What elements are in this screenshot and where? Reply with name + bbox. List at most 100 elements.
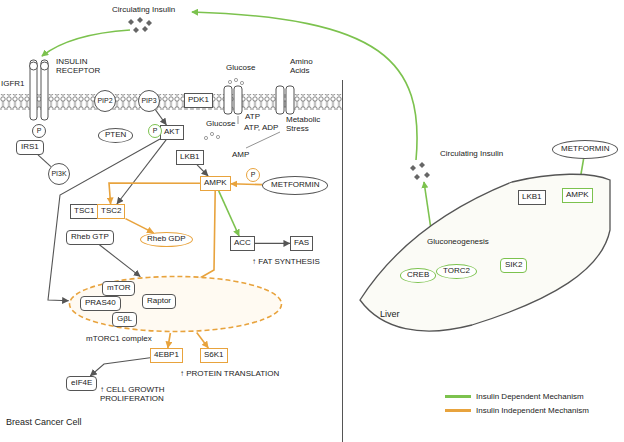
connector bbox=[99, 245, 140, 277]
node-label: AKT bbox=[164, 127, 180, 136]
legend-swatch bbox=[445, 409, 471, 412]
process-box: TSC2 bbox=[97, 204, 125, 219]
molecule-circle: P bbox=[148, 124, 162, 138]
connector bbox=[219, 191, 239, 236]
protein-oval: CREB bbox=[400, 268, 436, 283]
protein-box: SIK2 bbox=[500, 258, 527, 273]
drug-cloud: METFORMIN bbox=[552, 140, 618, 159]
node-label: PIP2 bbox=[97, 97, 112, 105]
legend-text: Insulin Independent Mechanism bbox=[476, 406, 589, 415]
process-box: AKT bbox=[160, 125, 184, 140]
node-label: Raptor bbox=[147, 296, 171, 305]
legend-row: Insulin Independent Mechanism bbox=[445, 406, 589, 415]
insulin-symbol bbox=[128, 17, 430, 180]
node-label: LKB1 bbox=[522, 192, 542, 201]
process-box: S6K1 bbox=[200, 348, 228, 363]
node-label: PTEN bbox=[105, 130, 126, 139]
connector bbox=[197, 165, 208, 176]
protein-oval: Rheb GDP bbox=[140, 232, 193, 247]
node-label: TSC2 bbox=[101, 206, 121, 215]
node-label: METFORMIN bbox=[561, 144, 609, 153]
node-label: AMPK bbox=[204, 178, 227, 187]
process-box: PDK1 bbox=[184, 93, 213, 108]
node-label: TORC2 bbox=[443, 266, 470, 275]
text-label: Glucose bbox=[206, 120, 235, 129]
node-label: 4EBP1 bbox=[154, 350, 179, 359]
protein-box: GβL bbox=[112, 312, 137, 327]
node-label: P bbox=[153, 127, 158, 135]
process-box: AMPK bbox=[200, 176, 231, 191]
region-heading: Liver bbox=[380, 310, 400, 320]
region-heading: Breast Cancer Cell bbox=[6, 418, 82, 428]
process-box: ACC bbox=[230, 236, 255, 251]
process-box: TSC1 bbox=[70, 204, 98, 219]
connector bbox=[168, 333, 171, 348]
text-label: ADP bbox=[262, 124, 278, 133]
node-label: eIF4E bbox=[71, 378, 92, 387]
protein-box: PRAS40 bbox=[80, 296, 121, 311]
process-box: FAS bbox=[290, 236, 313, 251]
node-label: FAS bbox=[294, 238, 309, 247]
text-label: Amino Acids bbox=[290, 58, 326, 76]
molecule-circle: P bbox=[32, 124, 46, 138]
protein-oval: PTEN bbox=[98, 128, 133, 143]
text-label: ATP bbox=[244, 124, 259, 133]
text-label: Circulating Insulin bbox=[440, 150, 503, 159]
node-label: PDK1 bbox=[188, 95, 209, 104]
legend-text: Insulin Dependent Mechanism bbox=[476, 392, 584, 401]
node-label: Rheb GTP bbox=[71, 232, 109, 241]
complex-ellipse: mTORC1 complexmTORPRAS40RaptorGβL bbox=[68, 275, 283, 333]
node-label: GβL bbox=[117, 314, 132, 323]
node-label: P bbox=[37, 127, 42, 135]
protein-box: eIF4E bbox=[66, 376, 97, 391]
connector bbox=[255, 243, 290, 244]
protein-box: Rheb GTP bbox=[66, 230, 114, 245]
node-label: PIP3 bbox=[141, 97, 156, 105]
connector bbox=[90, 358, 150, 376]
node-label: PI3K bbox=[51, 170, 66, 178]
text-label: Metabolic Stress bbox=[286, 116, 326, 134]
text-label: Glucose bbox=[226, 64, 255, 73]
text-label: AMP bbox=[232, 151, 249, 160]
connector bbox=[156, 110, 167, 125]
text-label: Gluconeogenesis bbox=[427, 238, 489, 247]
node-label: Rheb GDP bbox=[147, 234, 186, 243]
process-box: AMPK bbox=[562, 188, 593, 203]
connector bbox=[197, 332, 209, 348]
node-label: IRS1 bbox=[21, 142, 39, 151]
text-label: INSULIN RECEPTOR bbox=[56, 58, 104, 76]
node-label: PRAS40 bbox=[85, 298, 116, 307]
process-box: 4EBP1 bbox=[150, 348, 183, 363]
molecule-circle: PIP3 bbox=[138, 90, 160, 112]
node-label: METFORMIN bbox=[271, 180, 319, 189]
text-label: ↑ FAT SYNTHESIS bbox=[252, 258, 320, 267]
node-label: SIK2 bbox=[505, 260, 522, 269]
node-label: AMPK bbox=[566, 190, 589, 199]
node-label: LKB1 bbox=[180, 152, 200, 161]
process-box: LKB1 bbox=[176, 150, 204, 165]
receptor-symbol bbox=[30, 60, 49, 120]
text-label: IGFR1 bbox=[1, 80, 25, 89]
complex-outline bbox=[70, 277, 282, 332]
node-label: P bbox=[251, 171, 256, 179]
node-label: mTOR bbox=[107, 283, 130, 292]
text-label: ATP bbox=[245, 113, 260, 122]
legend-row: Insulin Dependent Mechanism bbox=[445, 392, 584, 401]
node-label: ACC bbox=[234, 238, 251, 247]
transporter-symbol bbox=[224, 86, 294, 114]
liver-outline bbox=[360, 174, 610, 331]
molecule-circle: PI3K bbox=[48, 163, 70, 185]
protein-oval: TORC2 bbox=[436, 264, 477, 279]
connector bbox=[48, 139, 160, 301]
connector bbox=[38, 155, 51, 167]
protein-box: Raptor bbox=[142, 294, 176, 309]
node-label: CREB bbox=[407, 270, 429, 279]
insulin-pathway-line bbox=[42, 12, 455, 262]
connector bbox=[126, 219, 154, 233]
node-label: S6K1 bbox=[204, 350, 224, 359]
process-box: LKB1 bbox=[518, 190, 546, 205]
glucose-dots bbox=[204, 78, 243, 139]
organ-outline: Liver CREB TORC2 SIK2 LKB1 AMPK bbox=[352, 170, 614, 342]
connector bbox=[231, 183, 262, 185]
